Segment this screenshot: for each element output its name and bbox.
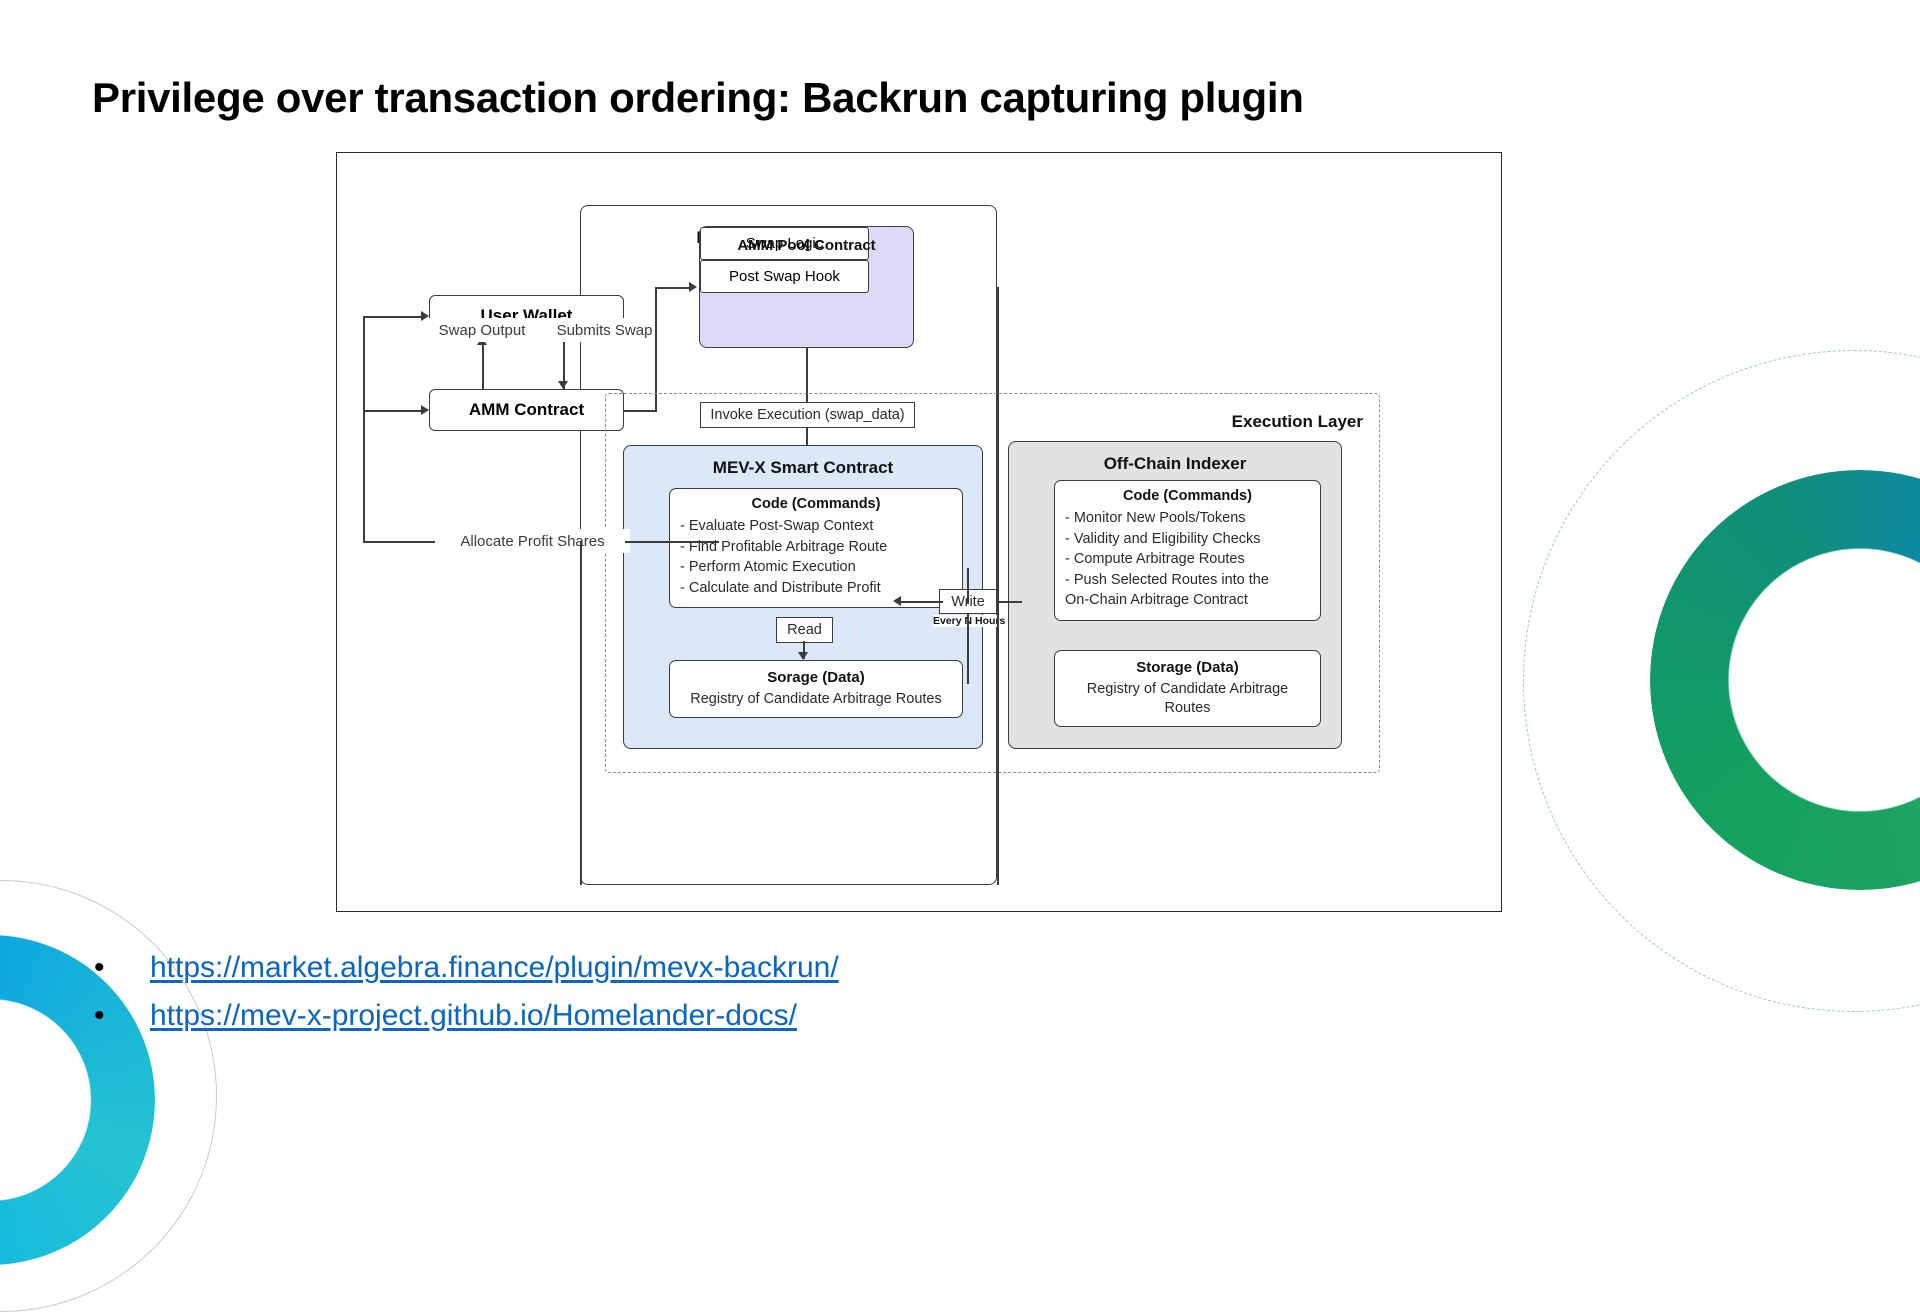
indexer-code-list: - Monitor New Pools/Tokens - Validity an… <box>1065 508 1310 611</box>
page-title: Privilege over transaction ordering: Bac… <box>92 74 1304 122</box>
edge-read-line <box>803 641 805 659</box>
mevx-storage-box: Sorage (Data) Registry of Candidate Arbi… <box>669 660 963 718</box>
indexer-code-item: - Validity and Eligibility Checks <box>1065 530 1261 547</box>
edge-submits-swap-line <box>563 337 565 389</box>
edge-write-arrowhead <box>893 596 901 606</box>
mevx-code-item: - Perform Atomic Execution <box>680 559 856 576</box>
edge-hook-to-invoke-line <box>806 348 808 402</box>
mevx-smart-contract-panel: MEV-X Smart Contract Code (Commands) - E… <box>623 445 983 749</box>
swap-logic-node: Swap Logic <box>700 227 869 260</box>
decorative-ring-outline-right <box>1523 350 1920 1012</box>
mevx-code-list: - Evaluate Post-Swap Context - Find Prof… <box>680 516 952 598</box>
rail-pool-right <box>997 287 999 885</box>
mevx-code-box: Code (Commands) - Evaluate Post-Swap Con… <box>669 488 963 609</box>
rail-pool-left-down <box>580 541 582 885</box>
indexer-code-item: - Monitor New Pools/Tokens <box>1065 510 1246 526</box>
mevx-code-item: - Find Profitable Arbitrage Route <box>680 538 888 555</box>
offchain-indexer-title: Off-Chain Indexer <box>1103 454 1247 473</box>
edge-swap-output-line <box>482 337 484 389</box>
edge-label-allocate-profit-shares: Allocate Profit Shares <box>435 529 630 553</box>
edge-allocate-h-left <box>363 541 439 543</box>
execution-layer-title: Execution Layer <box>1231 412 1363 431</box>
indexer-code-item: - Compute Arbitrage Routes <box>1065 551 1245 568</box>
indexer-code-title: Code (Commands) <box>1123 488 1252 504</box>
rail-write-top <box>967 568 969 604</box>
link-homelander-docs[interactable]: https://mev-x-project.github.io/Homeland… <box>150 999 797 1032</box>
mevx-storage-title: Sorage (Data) <box>767 669 865 686</box>
edge-amm-to-pool-h1 <box>624 410 657 412</box>
amm-pool-contract-node: AMM Pool Contract Swap Logic Post Swap H… <box>699 226 914 348</box>
indexer-storage-box: Storage (Data) Registry of Candidate Arb… <box>1054 650 1321 727</box>
mevx-code-item: - Evaluate Post-Swap Context <box>680 518 874 534</box>
edge-write-right-line <box>984 601 1022 603</box>
post-swap-hook-node: Post Swap Hook <box>700 260 869 293</box>
decorative-ring-green <box>1650 470 1920 890</box>
offchain-indexer-panel: Off-Chain Indexer Code (Commands) - Moni… <box>1008 441 1342 749</box>
edge-label-submits-swap: Submits Swap <box>537 318 672 342</box>
read-label: Read <box>776 617 833 643</box>
indexer-storage-body: Registry of Candidate Arbitrage Routes <box>1086 681 1289 716</box>
edge-allocate-to-wallet-arrowhead <box>421 311 429 321</box>
mevx-storage-body: Registry of Candidate Arbitrage Routes <box>690 691 942 707</box>
edge-read-arrowhead <box>798 652 808 660</box>
indexer-storage-title: Storage (Data) <box>1136 659 1239 676</box>
edge-allocate-to-wallet <box>363 316 423 318</box>
edge-amm-to-pool-v <box>655 287 657 411</box>
edge-allocate-to-amm <box>363 410 423 412</box>
list-item: https://mev-x-project.github.io/Homeland… <box>88 992 1188 1040</box>
edge-amm-to-pool-arrowhead <box>689 282 697 292</box>
edge-write-left-line <box>899 601 943 603</box>
mevx-code-item: - Calculate and Distribute Profit <box>680 579 881 596</box>
edge-submits-swap-arrowhead <box>558 381 568 389</box>
link-market-algebra[interactable]: https://market.algebra.finance/plugin/me… <box>150 951 839 984</box>
edge-allocate-to-amm-arrowhead <box>421 405 429 415</box>
invoke-execution-label: Invoke Execution (swap_data) <box>700 402 915 428</box>
rail-allocate-left <box>363 316 365 542</box>
indexer-code-item: - Push Selected Routes into the <box>1065 571 1269 588</box>
list-item: https://market.algebra.finance/plugin/me… <box>88 944 1188 992</box>
mevx-code-title: Code (Commands) <box>751 496 881 512</box>
mevx-smart-contract-title: MEV-X Smart Contract <box>712 458 894 477</box>
indexer-code-box: Code (Commands) - Monitor New Pools/Toke… <box>1054 480 1321 621</box>
edge-allocate-h-right <box>625 541 719 543</box>
amm-contract-node: AMM Contract <box>429 389 624 431</box>
reference-links-list: https://market.algebra.finance/plugin/me… <box>88 944 1188 1040</box>
execution-layer-container: Execution Layer <box>605 393 1380 773</box>
edge-amm-to-pool-h2 <box>655 287 691 289</box>
rail-write-bottom <box>967 614 969 684</box>
architecture-diagram: Pool swap Transaction AMM Pool Contract … <box>336 152 1502 912</box>
amm-pool-contract-title: AMM Pool Contract <box>737 237 876 254</box>
indexer-code-item: On-Chain Arbitrage Contract <box>1065 592 1248 609</box>
edge-label-swap-output: Swap Output <box>417 318 547 342</box>
